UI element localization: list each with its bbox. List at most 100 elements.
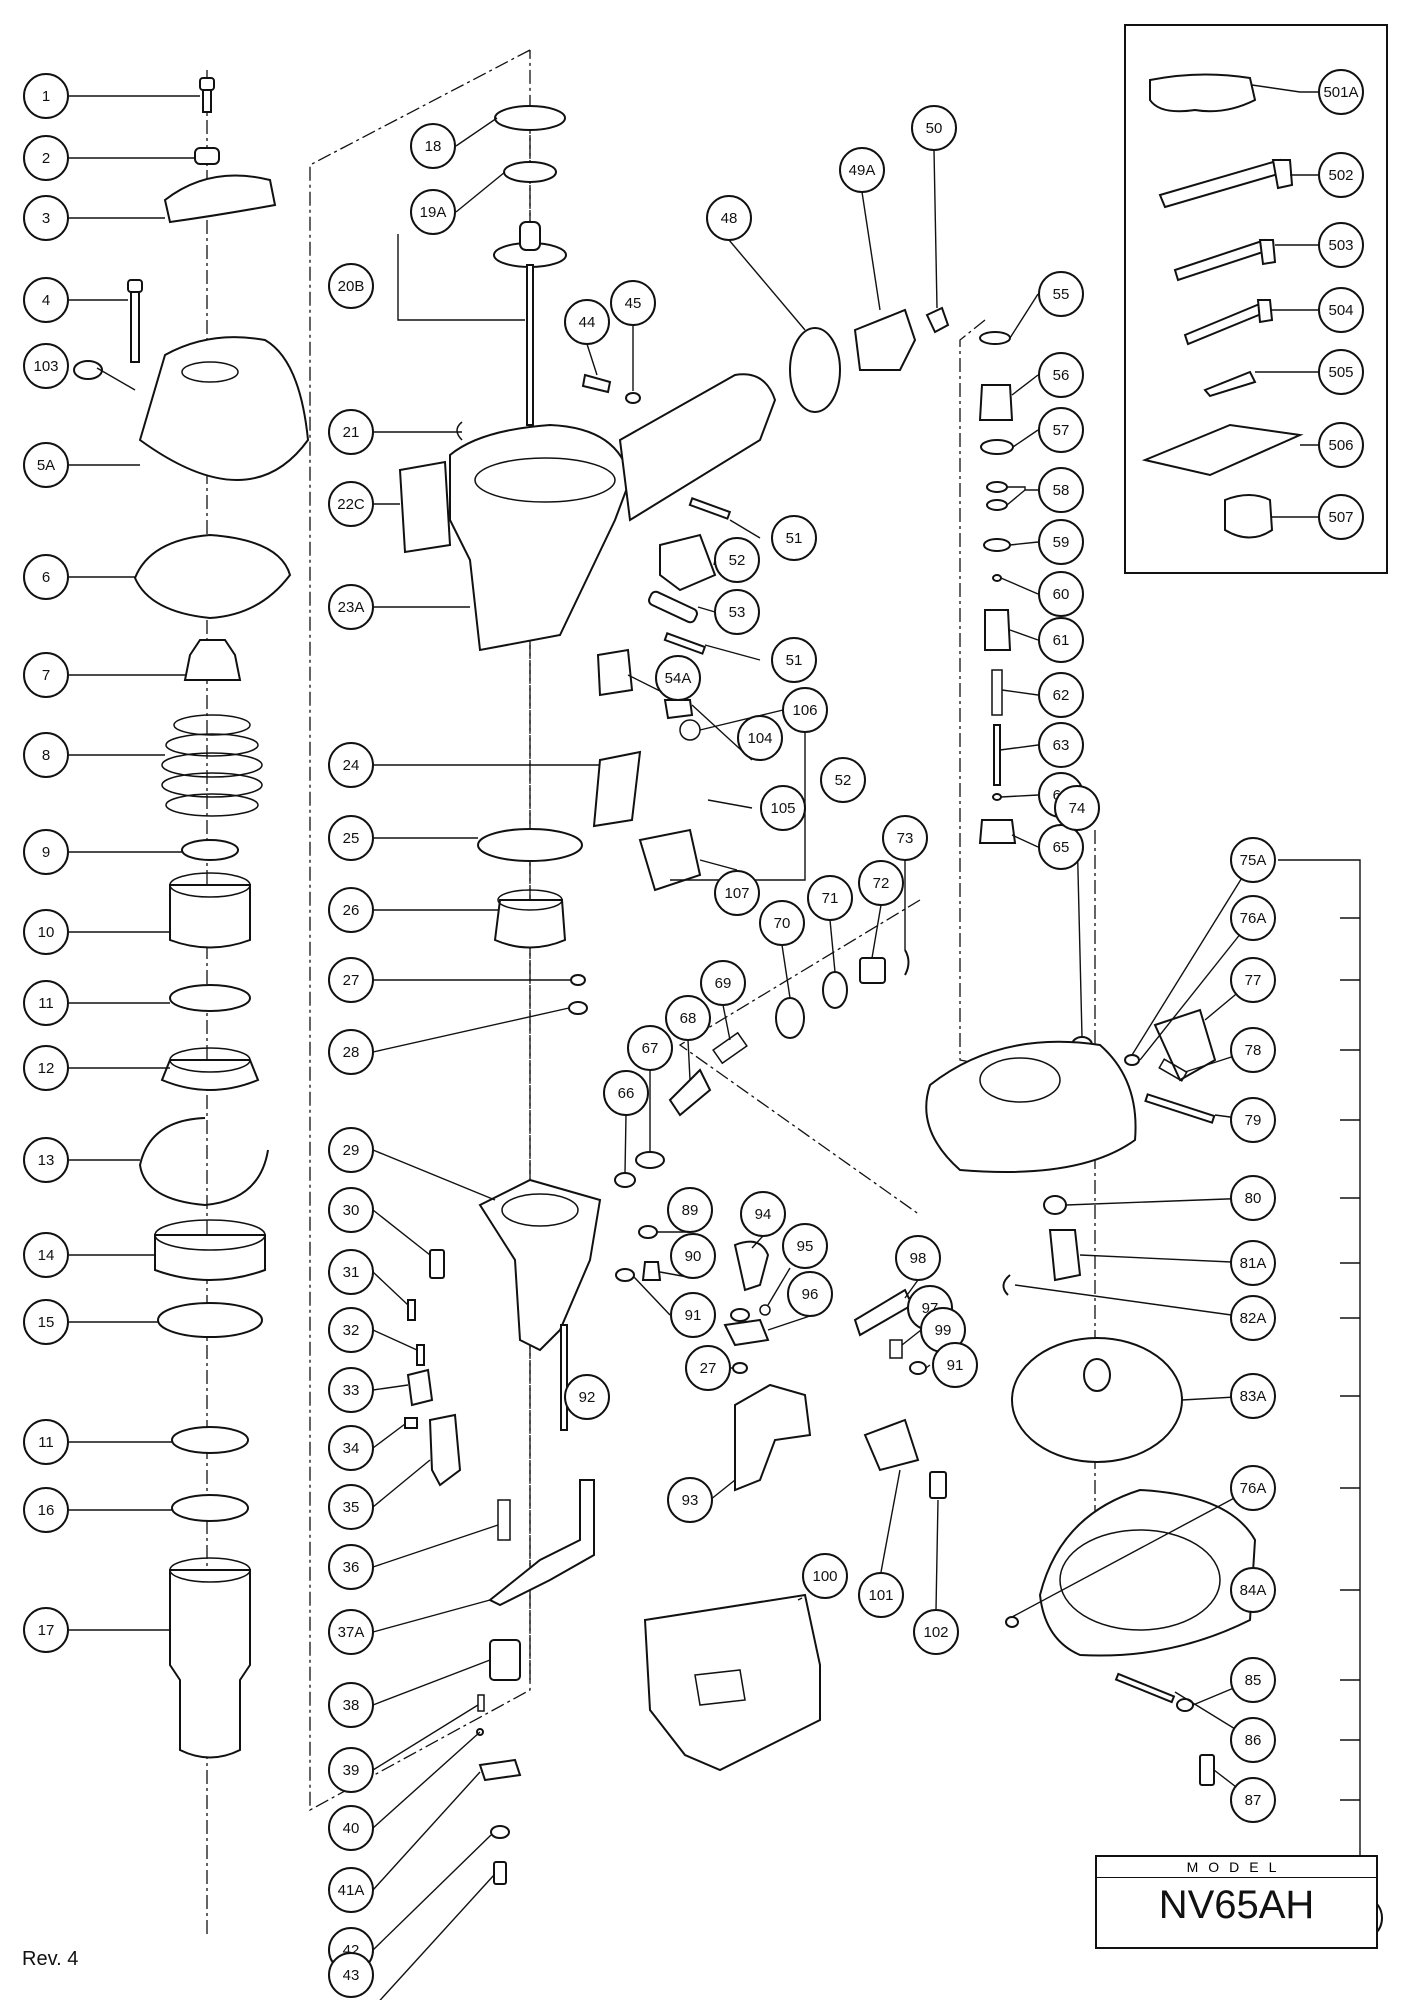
part-number: 43 bbox=[343, 1967, 360, 1984]
part-balloon: 20B bbox=[328, 263, 374, 309]
part-balloon: 105 bbox=[760, 785, 806, 831]
part-balloon-circle bbox=[23, 554, 69, 600]
part-balloon: 32 bbox=[328, 1307, 374, 1353]
part-balloon: 6 bbox=[23, 554, 69, 600]
part-number: 29 bbox=[343, 1142, 360, 1159]
part-balloon-circle bbox=[23, 73, 69, 119]
part-balloon-circle bbox=[1038, 519, 1084, 565]
part-balloon-circle bbox=[328, 584, 374, 630]
part-balloon: 102 bbox=[913, 1609, 959, 1655]
part-balloon-circle bbox=[1318, 222, 1364, 268]
part-number: 90 bbox=[685, 1248, 702, 1265]
part-balloon-circle bbox=[787, 1271, 833, 1317]
part-number: 2 bbox=[42, 150, 50, 167]
part-number: 76A bbox=[1240, 1480, 1267, 1497]
part-balloon-circle bbox=[328, 1029, 374, 1075]
part-balloon-circle bbox=[328, 1544, 374, 1590]
part-number: 81A bbox=[1240, 1255, 1267, 1272]
part-balloon-circle bbox=[603, 1070, 649, 1116]
part-number: 37A bbox=[338, 1624, 365, 1641]
part-number: 48 bbox=[721, 210, 738, 227]
part-balloon: 11 bbox=[23, 980, 69, 1026]
part-number: 36 bbox=[343, 1559, 360, 1576]
part-balloon: 91 bbox=[670, 1292, 716, 1338]
part-number: 49A bbox=[849, 162, 876, 179]
part-balloon-circle bbox=[328, 1747, 374, 1793]
part-balloon: 59 bbox=[1038, 519, 1084, 565]
part-number: 70 bbox=[774, 915, 791, 932]
part-balloon-circle bbox=[1230, 1240, 1276, 1286]
part-balloon-circle bbox=[328, 409, 374, 455]
part-balloon-circle bbox=[685, 1345, 731, 1391]
part-balloon: 22C bbox=[328, 481, 374, 527]
part-balloon-circle bbox=[328, 1484, 374, 1530]
part-number: 55 bbox=[1053, 286, 1070, 303]
part-balloon-circle bbox=[328, 481, 374, 527]
part-balloon-circle bbox=[1230, 1373, 1276, 1419]
part-balloon-circle bbox=[1318, 152, 1364, 198]
part-number: 69 bbox=[715, 975, 732, 992]
model-name: NV65AH bbox=[1158, 1883, 1315, 1927]
part-balloon: 27 bbox=[328, 957, 374, 1003]
part-balloon-circle bbox=[913, 1609, 959, 1655]
part-balloon-circle bbox=[627, 1025, 673, 1071]
part-balloon-circle bbox=[670, 1292, 716, 1338]
part-balloon-circle bbox=[714, 537, 760, 583]
part-balloon-circle bbox=[328, 1187, 374, 1233]
part-number: 100 bbox=[812, 1568, 837, 1585]
part-number: 18 bbox=[425, 138, 442, 155]
part-balloon: 107 bbox=[714, 870, 760, 916]
part-balloon-circle bbox=[1038, 271, 1084, 317]
part-balloon-circle bbox=[1038, 467, 1084, 513]
part-number: 61 bbox=[1053, 632, 1070, 649]
part-number: 23A bbox=[338, 599, 365, 616]
part-balloon: 58 bbox=[1038, 467, 1084, 513]
part-balloon: 84A bbox=[1230, 1567, 1276, 1613]
part-number: 63 bbox=[1053, 737, 1070, 754]
part-balloon: 40 bbox=[328, 1805, 374, 1851]
part-balloon-circle bbox=[23, 829, 69, 875]
part-number: 82A bbox=[1240, 1310, 1267, 1327]
part-balloon: 31 bbox=[328, 1249, 374, 1295]
part-balloon-circle bbox=[1230, 1717, 1276, 1763]
part-number: 41A bbox=[338, 1882, 365, 1899]
part-balloon-circle bbox=[23, 1419, 69, 1465]
part-balloon: 8 bbox=[23, 732, 69, 778]
part-balloon: 13 bbox=[23, 1137, 69, 1183]
part-balloon-circle bbox=[23, 343, 69, 389]
part-balloon: 501A bbox=[1318, 69, 1364, 115]
part-balloon: 70 bbox=[759, 900, 805, 946]
part-balloon: 51 bbox=[771, 637, 817, 683]
part-balloon-circle bbox=[895, 1235, 941, 1281]
part-balloon-circle bbox=[328, 263, 374, 309]
part-balloon: 98 bbox=[895, 1235, 941, 1281]
part-balloon-circle bbox=[328, 815, 374, 861]
part-balloon-circle bbox=[23, 732, 69, 778]
part-balloon-circle bbox=[328, 957, 374, 1003]
part-number: 66 bbox=[618, 1085, 635, 1102]
part-balloon: 96 bbox=[787, 1271, 833, 1317]
part-balloon-circle bbox=[1038, 352, 1084, 398]
part-number: 75A bbox=[1240, 852, 1267, 869]
part-balloon-circle bbox=[714, 870, 760, 916]
upper-middle-parts bbox=[581, 306, 950, 892]
part-number: 106 bbox=[792, 702, 817, 719]
revision-label: Rev. 4 bbox=[22, 1948, 79, 1970]
part-balloon: 33 bbox=[328, 1367, 374, 1413]
part-balloon: 37A bbox=[328, 1609, 374, 1655]
part-number: 85 bbox=[1245, 1672, 1262, 1689]
part-balloon: 2 bbox=[23, 135, 69, 181]
part-balloon: 12 bbox=[23, 1045, 69, 1091]
part-balloon: 54A bbox=[655, 655, 701, 701]
part-balloon-circle bbox=[1230, 837, 1276, 883]
part-balloon: 74 bbox=[1054, 785, 1100, 831]
leader-lines bbox=[69, 91, 1361, 2000]
part-balloon: 106 bbox=[782, 687, 828, 733]
part-balloon-circle bbox=[1318, 287, 1364, 333]
part-number: 14 bbox=[38, 1247, 55, 1264]
part-balloon-circle bbox=[610, 280, 656, 326]
part-balloon-circle bbox=[1038, 407, 1084, 453]
part-balloon: 68 bbox=[665, 995, 711, 1041]
part-number: 67 bbox=[642, 1040, 659, 1057]
part-balloon: 92 bbox=[564, 1374, 610, 1420]
